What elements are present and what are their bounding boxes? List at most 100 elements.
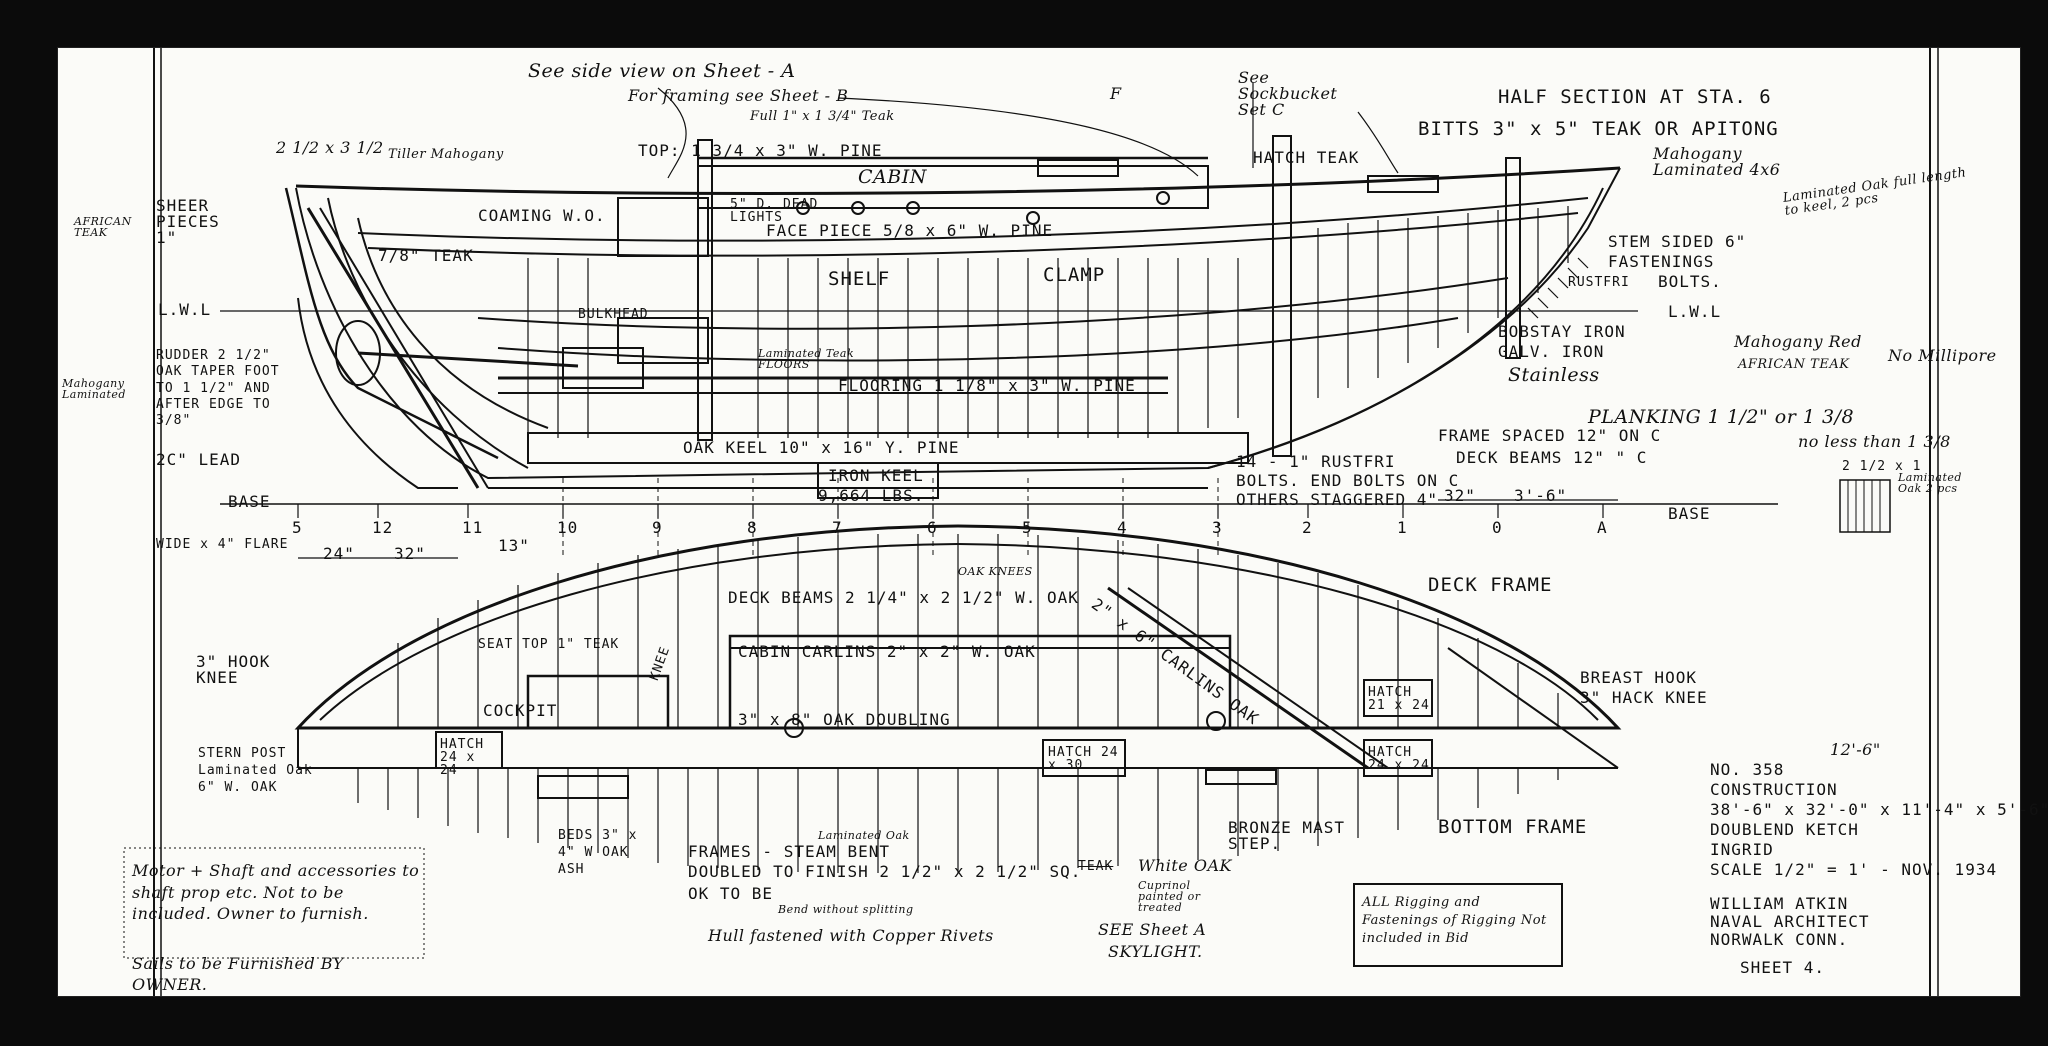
note-sails: Sails to be Furnished BY OWNER. [132,954,344,994]
dim-32: 32" [394,544,426,563]
note-laminated-oak-frames: Laminated Oak [818,829,910,842]
label-base-left: BASE [228,492,271,511]
label-hatch-mid: HATCH 24 x 30 [1048,745,1119,773]
note-wide-flare: WIDE x 4" FLARE [156,537,289,552]
note-clamp: CLAMP [1043,264,1106,286]
dim-32b: 32" [1444,486,1476,505]
note-frame-spaced: FRAME SPACED 12" ON C [1438,426,1662,445]
station-number: A [1597,518,1608,537]
note-teak-strike: TEAK [1078,859,1114,874]
note-top-dim: TOP: 1 3/4 x 3" W. PINE [638,141,883,160]
note-rudder: RUDDER 2 1/2" OAK TAPER FOOT TO 1 1/2" A… [156,348,280,428]
note-f-mark: F [1110,84,1122,103]
note-oak-knees: OAK KNEES [958,565,1033,578]
note-bolts-staggered: 14 - 1" RUSTFRI BOLTS. END BOLTS ON C OT… [1236,452,1460,510]
note-see-side-view: See side view on Sheet - A [528,60,796,82]
note-stem-sided: STEM SIDED 6" [1608,232,1747,251]
note-rustfri: RUSTFRI [1568,275,1630,290]
station-number: 5 [292,518,303,537]
note-deck-beams-spacing: DECK BEAMS 12" " C [1456,448,1648,467]
station-number: 7 [832,518,843,537]
note-galv-iron: GALV. IRON [1498,342,1605,361]
note-tiller: Tiller Mahogany [388,147,504,162]
note-lead: 2C" LEAD [156,450,242,469]
section-note: Laminated Oak 2 pcs [1898,471,1962,495]
deck-beams [397,534,1559,728]
station-number: 6 [927,518,938,537]
note-keel-lbs: 9,664 LBS. [818,486,925,505]
label-lwl-left: L.W.L [158,300,212,319]
note-face-piece: FACE PIECE 5/8 x 6" W. PINE [766,221,1054,240]
note-motor: Motor + Shaft and accessories to shaft p… [132,861,420,924]
label-hatch-small: HATCH 21 x 24 [1368,685,1430,713]
note-skylight: SKYLIGHT. [1108,942,1203,961]
note-cabin: CABIN [858,166,927,188]
note-bend: Bend without splitting [778,903,914,916]
note-hatch-teak: HATCH TEAK [1253,148,1360,167]
note-bolts: BOLTS. [1658,272,1722,291]
note-deck-beams: DECK BEAMS 2 1/4" x 2 1/2" W. OAK [728,588,1079,607]
title-type: DOUBLEND KETCH [1710,820,1859,839]
note-bronze-mast-step: BRONZE MAST STEP. [1228,818,1345,853]
note-cabin-carlins: CABIN CARLINS 2" x 2" W. OAK [738,642,1036,661]
note-fastenings: FASTENINGS [1608,252,1715,271]
note-white-oak: White OAK [1138,856,1232,875]
section-dim: 2 1/2 x 1 [1842,459,1922,474]
note-tiller-dim: 2 1/2 x 3 1/2 [276,138,384,157]
note-hack-knee: 3" HACK KNEE [1580,688,1708,707]
note-flooring: FLOORING 1 1/8" x 3" W. PINE [838,376,1136,395]
note-coaming: COAMING W.O. [478,206,606,225]
note-mahogany-red: Mahogany Red [1734,332,1862,351]
title-bottom-frame: BOTTOM FRAME [1438,816,1588,838]
note-rigging: ALL Rigging and Fastenings of Rigging No… [1362,895,1547,947]
note-shelf: SHELF [828,268,891,290]
note-african-teak-2: AFRICAN TEAK [1738,357,1850,372]
bottom-frames [357,768,1559,873]
station-number: 2 [1302,518,1313,537]
dim-13: 13" [498,536,530,555]
note-knee-3: 3" HOOK KNEE [196,652,271,687]
note-bobstay: BOBSTAY IRON [1498,322,1626,341]
hull-drawing [123,48,1939,996]
note-oak-doubling: 3" x 8" OAK DOUBLING [738,710,951,729]
note-teak-8: 7/8" TEAK [378,246,474,265]
note-laminated-teak: Laminated Teak FLOORS [758,347,855,371]
title-number: NO. 358 [1710,760,1785,779]
note-framing: For framing see Sheet - B [628,86,849,105]
title-overwrite: 12'-6" [1830,740,1881,759]
title-construction: CONSTRUCTION [1710,780,1838,799]
station-number: 4 [1117,518,1128,537]
note-frames: FRAMES - STEAM BENT [688,842,891,861]
title-deck-frame: DECK FRAME [1428,574,1553,596]
title-location: NORWALK CONN. [1710,930,1849,949]
note-breast-hook: BREAST HOOK [1580,668,1697,687]
note-doubled: DOUBLED TO FINISH 2 1/2" x 2 1/2" SQ. [688,862,1082,881]
label-lwl-right: L.W.L [1668,302,1722,321]
note-beds: BEDS 3" x 4" W OAK ASH [558,828,638,877]
note-sheer-pieces: SHEER PIECES 1" [156,196,220,247]
note-seat-top: SEAT TOP 1" TEAK [478,637,620,652]
blueprint-sheet: See side view on Sheet - A For framing s… [58,48,2048,996]
station-number: 10 [557,518,579,537]
note-deadlights: 5" D. DEAD LIGHTS [730,197,819,225]
station-number: 1 [1397,518,1408,537]
note-no-millipore: No Millipore [1888,346,1997,365]
note-iron-keel: IRON KEEL [828,466,924,485]
title-architect: WILLIAM ATKIN [1710,894,1849,913]
note-oak-keel: OAK KEEL 10" x 16" Y. PINE [683,438,960,457]
note-cuprinol: Cuprinol painted or treated [1138,879,1201,914]
station-number: 12 [372,518,394,537]
station-number: 9 [652,518,663,537]
note-hull-fastened: Hull fastened with Copper Rivets [708,926,994,945]
dim-3-6: 3'-6" [1514,486,1568,505]
title-name: INGRID [1710,840,1774,859]
note-stern-post: STERN POST Laminated Oak 6" W. OAK [198,746,313,795]
title-half-section: HALF SECTION AT STA. 6 [1498,86,1772,108]
note-full-teak: Full 1" x 1 3/4" Teak [750,109,895,124]
note-sockbucket: See Sockbucket Set C [1238,68,1338,119]
note-stainless: Stainless [1508,364,1600,386]
title-sheet: SHEET 4. [1740,958,1826,977]
label-base-right: BASE [1668,504,1711,523]
label-hatch-fwd: HATCH 24 x 24 [1368,745,1430,773]
note-african-teak: AFRICAN TEAK [74,215,132,239]
